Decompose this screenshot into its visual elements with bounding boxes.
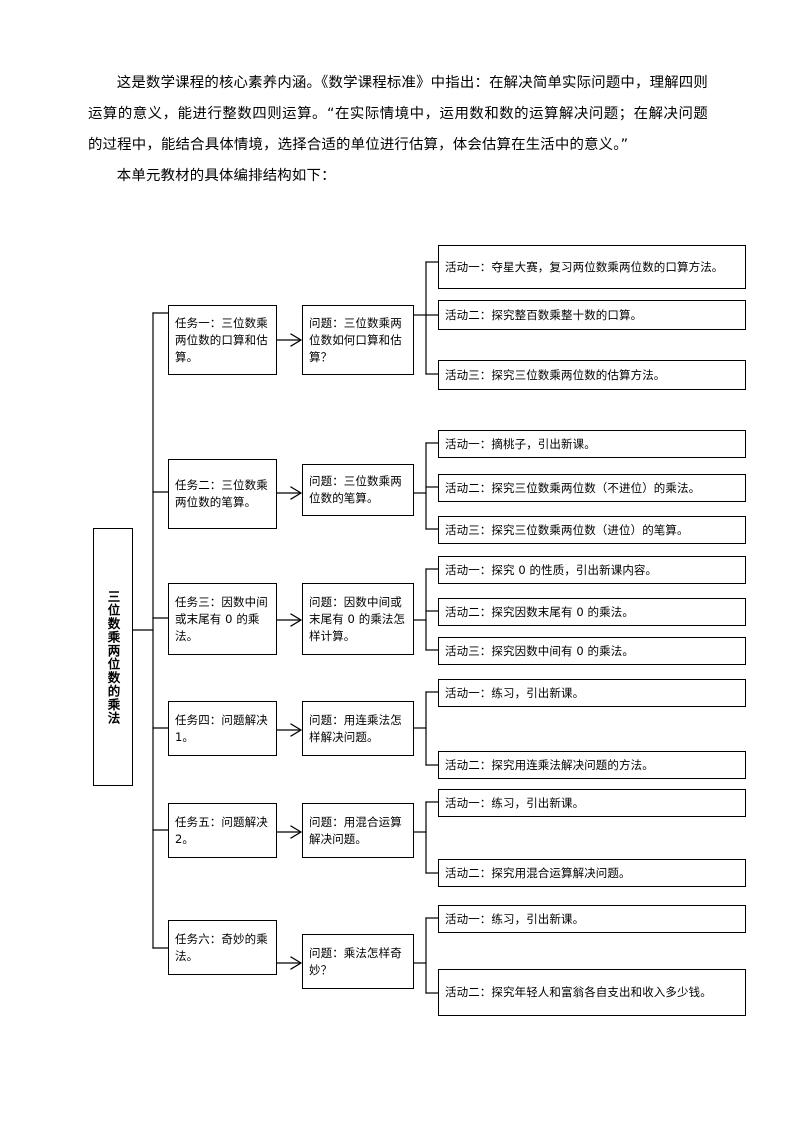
activity-node-4-2: 活动二：探究用连乘法解决问题的方法。: [438, 751, 746, 779]
task-node-3: 任务三：因数中间或末尾有 0 的乘法。: [168, 583, 277, 655]
paragraph-1: 这是数学课程的核心素养内涵。《数学课程标准》中指出：在解决简单实际问题中，理解四…: [88, 75, 708, 153]
activity-node-1-1-label: 活动一：夺星大赛，复习两位数乘两位数的口算方法。: [445, 259, 724, 274]
question-node-3-label: 问题：因数中间或末尾有 0 的乘法怎样计算。: [309, 594, 406, 643]
activity-node-1-2: 活动二：探究整百数乘整十数的口算。: [438, 300, 746, 330]
arrow-head-2: [290, 486, 303, 500]
activity-node-6-1-label: 活动一：练习，引出新课。: [445, 911, 585, 926]
question-node-3: 问题：因数中间或末尾有 0 的乘法怎样计算。: [302, 583, 414, 655]
task-node-2: 任务二：三位数乘两位数的笔算。: [168, 459, 277, 529]
arrow-head-3: [290, 613, 303, 627]
question-node-5: 问题：用混合运算解决问题。: [302, 803, 414, 858]
activity-node-6-1: 活动一：练习，引出新课。: [438, 905, 746, 933]
task-node-6: 任务六：奇妙的乘法。: [168, 920, 277, 975]
activity-node-2-2: 活动二：探究三位数乘两位数（不进位）的乘法。: [438, 474, 746, 502]
activity-node-1-3-label: 活动三：探究三位数乘两位数的估算方法。: [445, 367, 666, 382]
question-node-1: 问题：三位数乘两位数如何口算和估算？: [302, 305, 414, 375]
activity-node-4-1: 活动一：练习，引出新课。: [438, 679, 746, 707]
task-node-1: 任务一：三位数乘两位数的口算和估算。: [168, 305, 277, 375]
task-node-1-label: 任务一：三位数乘两位数的口算和估算。: [175, 315, 268, 364]
question-node-4-label: 问题：用连乘法怎样解决问题。: [309, 712, 402, 744]
activity-node-4-1-label: 活动一：练习，引出新课。: [445, 685, 585, 700]
activity-node-2-1: 活动一：摘桃子，引出新课。: [438, 430, 746, 458]
arrow-head-6: [290, 956, 303, 970]
question-node-5-label: 问题：用混合运算解决问题。: [309, 814, 402, 846]
task-node-4: 任务四：问题解决 1。: [168, 701, 277, 756]
root-node: 三位数乘两位数的乘法: [93, 528, 133, 786]
activity-node-2-3: 活动三：探究三位数乘两位数（进位）的笔算。: [438, 516, 746, 544]
activity-node-4-2-label: 活动二：探究用连乘法解决问题的方法。: [445, 757, 654, 772]
activity-node-6-2-label: 活动二：探究年轻人和富翁各自支出和收入多少钱。: [445, 985, 712, 999]
activity-node-5-2: 活动二：探究用混合运算解决问题。: [438, 859, 746, 887]
activity-node-5-1-label: 活动一：练习，引出新课。: [445, 795, 585, 810]
arrow-head-5: [290, 825, 303, 839]
question-node-4: 问题：用连乘法怎样解决问题。: [302, 701, 414, 756]
question-node-6-label: 问题：乘法怎样奇妙？: [309, 945, 402, 977]
activity-node-2-3-label: 活动三：探究三位数乘两位数（进位）的笔算。: [445, 522, 689, 537]
activity-node-2-2-label: 活动二：探究三位数乘两位数（不进位）的乘法。: [445, 480, 701, 495]
root-node-label: 三位数乘两位数的乘法: [105, 589, 121, 725]
activity-node-3-3-label: 活动三：探究因数中间有 0 的乘法。: [445, 643, 634, 658]
arrow-head-4: [290, 723, 303, 737]
task-node-2-label: 任务二：三位数乘两位数的笔算。: [175, 478, 268, 509]
activity-node-3-1: 活动一：探究 0 的性质，引出新课内容。: [438, 556, 746, 584]
activity-node-1-3: 活动三：探究三位数乘两位数的估算方法。: [438, 360, 746, 390]
task-node-5-label: 任务五：问题解决 2。: [175, 814, 268, 846]
activity-node-1-2-label: 活动二：探究整百数乘整十数的口算。: [445, 307, 643, 322]
activity-node-3-2: 活动二：探究因数末尾有 0 的乘法。: [438, 598, 746, 626]
task-node-6-label: 任务六：奇妙的乘法。: [175, 931, 268, 963]
activity-node-6-2: 活动二：探究年轻人和富翁各自支出和收入多少钱。: [438, 969, 746, 1016]
task-node-4-label: 任务四：问题解决 1。: [175, 712, 268, 744]
question-node-2-label: 问题：三位数乘两位数的笔算。: [309, 474, 402, 505]
question-node-1-label: 问题：三位数乘两位数如何口算和估算？: [309, 315, 402, 364]
activity-node-3-1-label: 活动一：探究 0 的性质，引出新课内容。: [445, 562, 658, 577]
activity-node-2-1-label: 活动一：摘桃子，引出新课。: [445, 436, 596, 451]
activity-node-5-1: 活动一：练习，引出新课。: [438, 789, 746, 817]
activity-node-1-1: 活动一：夺星大赛，复习两位数乘两位数的口算方法。: [438, 245, 746, 289]
activity-node-5-2-label: 活动二：探究用混合运算解决问题。: [445, 865, 631, 880]
question-node-2: 问题：三位数乘两位数的笔算。: [302, 464, 414, 516]
question-node-6: 问题：乘法怎样奇妙？: [302, 934, 414, 989]
paragraph-2: 本单元教材的具体编排结构如下：: [116, 168, 336, 184]
task-node-3-label: 任务三：因数中间或末尾有 0 的乘法。: [175, 594, 268, 643]
task-node-5: 任务五：问题解决 2。: [168, 803, 277, 858]
activity-node-3-3: 活动三：探究因数中间有 0 的乘法。: [438, 637, 746, 665]
intro-text-block: 这是数学课程的核心素养内涵。《数学课程标准》中指出：在解决简单实际问题中，理解四…: [88, 68, 708, 192]
activity-node-3-2-label: 活动二：探究因数末尾有 0 的乘法。: [445, 604, 634, 619]
arrow-head-1: [290, 333, 303, 347]
